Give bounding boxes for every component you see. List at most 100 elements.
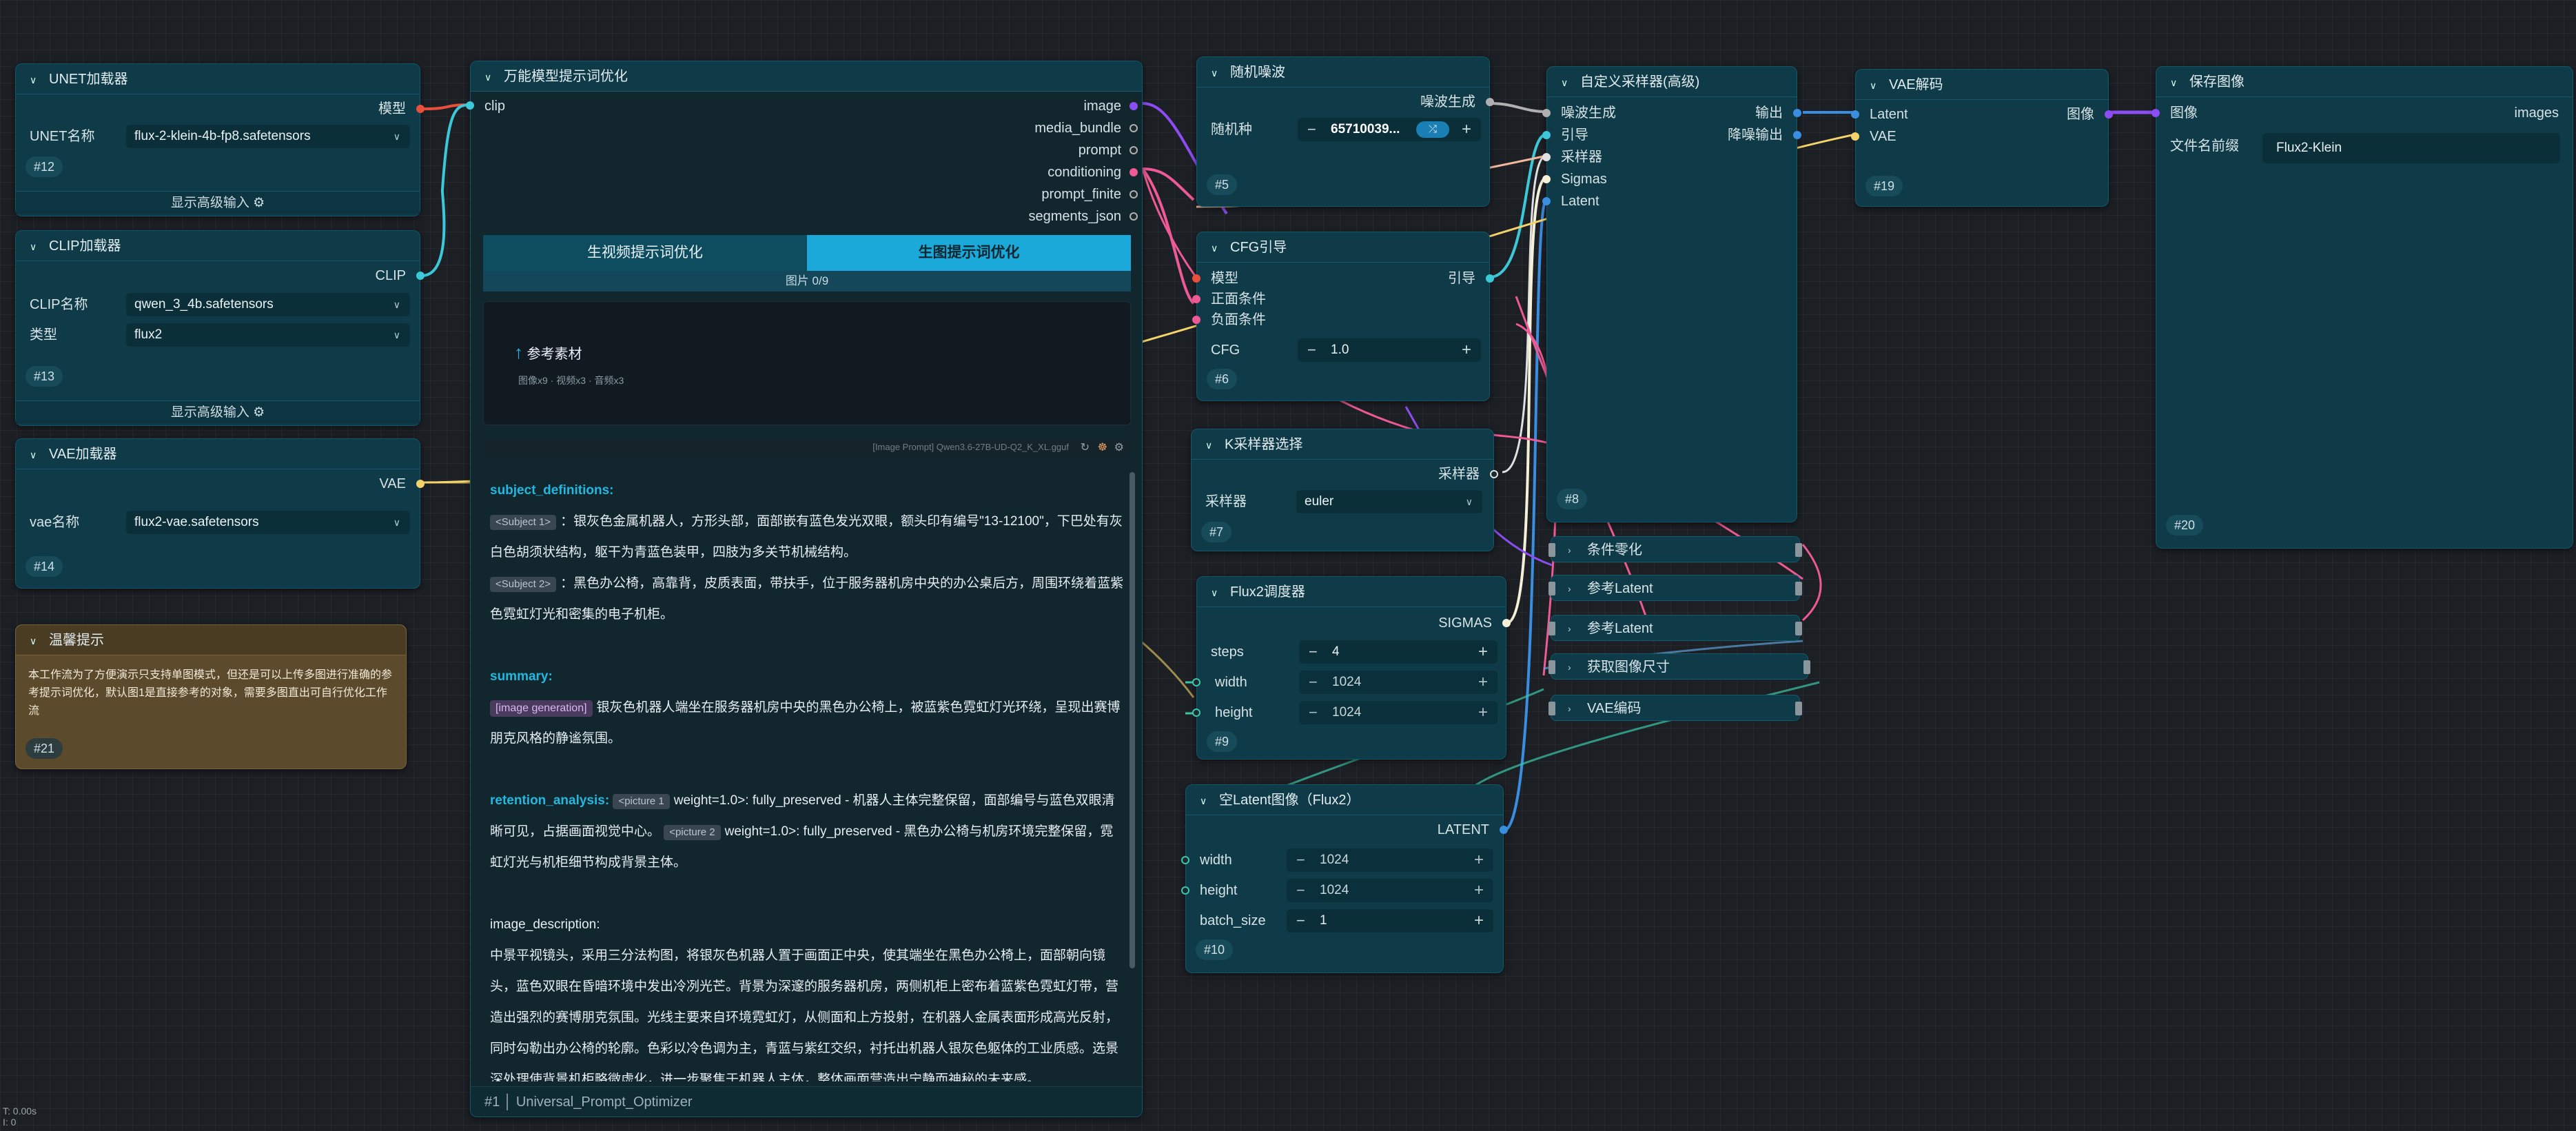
settings-icon[interactable]: ⚙ [1114, 442, 1124, 454]
plus-icon[interactable]: + [1478, 642, 1488, 661]
output-slot-output[interactable] [1793, 109, 1801, 117]
node-title[interactable]: ∨UNET加载器 [16, 64, 420, 94]
empty-latent-node[interactable]: ∨空Latent图像（Flux2） LATENT width −1024+ he… [1181, 784, 1508, 973]
width-input[interactable]: −1024+ [1287, 848, 1493, 872]
collapsed-node[interactable]: ›参考Latent [1548, 615, 1802, 641]
minus-icon[interactable]: − [1309, 643, 1318, 660]
cfg-guider-node[interactable]: ∨CFG引导 模型引导 正面条件 负面条件 CFG −1.0+ #6 [1192, 232, 1494, 401]
plus-icon[interactable]: + [1473, 881, 1484, 899]
clip-loader-node[interactable]: ∨CLIP加载器 CLIP CLIP名称 qwen_3_4b.safetenso… [15, 230, 425, 426]
node-title[interactable]: ∨CFG引导 [1197, 232, 1489, 263]
filename-prefix-input[interactable]: Flux2-Klein [2262, 133, 2560, 163]
collapsed-node[interactable]: ›获取图像尺寸 [1548, 653, 1810, 680]
node-title[interactable]: ∨万能模型提示词优化 [471, 61, 1142, 92]
node-title[interactable]: ∨VAE解码 [1856, 70, 2108, 100]
plus-icon[interactable]: + [1478, 673, 1488, 691]
randomize-icon[interactable]: ⤮ [1416, 121, 1449, 138]
plus-icon[interactable]: + [1461, 120, 1471, 139]
clip-name-select[interactable]: qwen_3_4b.safetensors∨ [126, 293, 410, 316]
plus-icon[interactable]: + [1461, 340, 1471, 359]
output-handle[interactable] [1795, 582, 1802, 595]
output-slot-image[interactable] [1129, 102, 1138, 110]
output-slot-model[interactable] [416, 105, 425, 113]
minus-icon[interactable]: − [1296, 851, 1305, 868]
input-slot[interactable] [1542, 197, 1551, 205]
seed-input[interactable]: −65710039...⤮+ [1298, 118, 1481, 141]
node-title[interactable]: ∨随机噪波 [1197, 57, 1489, 88]
chevron-down-icon[interactable]: ∨ [1211, 68, 1218, 79]
input-slot-model[interactable] [1192, 274, 1200, 283]
clip-type-select[interactable]: flux2∨ [126, 323, 410, 347]
chevron-down-icon[interactable]: ∨ [30, 635, 37, 646]
unet-loader-node[interactable]: ∨UNET加载器 模型 UNET名称 flux-2-klein-4b-fp8.s… [15, 63, 425, 216]
output-slot-guider[interactable] [1486, 274, 1494, 283]
input-slot-width[interactable] [1181, 856, 1189, 864]
width-input[interactable]: −1024+ [1299, 671, 1497, 694]
node-title[interactable]: ∨Flux2调度器 [1197, 577, 1506, 607]
show-advanced-button[interactable]: 显示高级输入 ⚙ [16, 191, 420, 214]
text-scrollbar[interactable] [1129, 472, 1135, 968]
chevron-right-icon[interactable]: › [1568, 544, 1571, 556]
output-handle[interactable] [1795, 622, 1802, 635]
input-slot-clip[interactable] [466, 101, 474, 110]
input-slot-positive[interactable] [1192, 295, 1200, 303]
output-slot-noise[interactable] [1486, 98, 1494, 106]
prompt-output-text[interactable]: subject_definitions: <Subject 1>：银灰色金属机器… [490, 475, 1124, 1081]
minus-icon[interactable]: − [1309, 673, 1318, 691]
collapsed-node[interactable]: ›VAE编码 [1548, 695, 1802, 721]
flux2-scheduler-node[interactable]: ∨Flux2调度器 SIGMAS steps −4+ width −1024+ … [1192, 576, 1511, 760]
input-handle[interactable] [1548, 660, 1555, 674]
output-slot-segments-json[interactable] [1129, 212, 1138, 221]
tab-image-prompt[interactable]: 生图提示词优化 [807, 235, 1131, 271]
node-title[interactable]: ∨自定义采样器(高级) [1547, 67, 1797, 97]
chevron-down-icon[interactable]: ∨ [1200, 795, 1207, 806]
height-input[interactable]: −1024+ [1287, 879, 1493, 902]
input-slot-images[interactable] [2151, 109, 2160, 117]
steps-input[interactable]: −4+ [1299, 640, 1497, 664]
chevron-down-icon[interactable]: ∨ [1211, 587, 1218, 598]
brain-icon[interactable]: ☸ [1097, 442, 1107, 454]
node-title[interactable]: ∨K采样器选择 [1192, 429, 1493, 460]
chevron-down-icon[interactable]: ∨ [484, 72, 492, 83]
node-title[interactable]: ∨空Latent图像（Flux2） [1186, 785, 1503, 815]
minus-icon[interactable]: − [1307, 121, 1316, 138]
height-input[interactable]: −1024+ [1299, 701, 1497, 724]
input-slot-width[interactable] [1192, 678, 1200, 686]
minus-icon[interactable]: − [1296, 912, 1305, 929]
upload-area[interactable]: ↑ 参考素材 图像x9 · 视频x3 · 音频x3 [483, 301, 1131, 425]
collapsed-node[interactable]: ›参考Latent [1548, 575, 1802, 601]
input-slot-vae[interactable] [1851, 132, 1859, 141]
output-slot-conditioning[interactable] [1129, 168, 1138, 176]
cfg-input[interactable]: −1.0+ [1298, 338, 1481, 362]
output-slot-sigmas[interactable] [1502, 619, 1511, 627]
input-handle[interactable] [1548, 582, 1555, 595]
collapsed-node[interactable]: ›条件零化 [1548, 536, 1802, 562]
output-handle[interactable] [1803, 660, 1810, 674]
input-slot-height[interactable] [1181, 886, 1189, 895]
chevron-down-icon[interactable]: ∨ [2170, 77, 2178, 88]
input-slot-height[interactable] [1192, 709, 1200, 717]
output-slot-media-bundle[interactable] [1129, 124, 1138, 132]
chevron-down-icon[interactable]: ∨ [1205, 440, 1213, 451]
output-slot-denoised[interactable] [1793, 131, 1801, 139]
plus-icon[interactable]: + [1473, 850, 1484, 869]
node-title[interactable]: ∨CLIP加载器 [16, 231, 420, 261]
unet-name-select[interactable]: flux-2-klein-4b-fp8.safetensors∨ [126, 125, 410, 148]
plus-icon[interactable]: + [1473, 911, 1484, 930]
minus-icon[interactable]: − [1307, 341, 1316, 358]
tab-video-prompt[interactable]: 生视频提示词优化 [483, 235, 807, 271]
minus-icon[interactable]: − [1296, 882, 1305, 899]
chevron-down-icon[interactable]: ∨ [30, 449, 37, 460]
vae-loader-node[interactable]: ∨VAE加载器 VAE vae名称 flux2-vae.safetensors∨… [15, 438, 425, 589]
ksampler-select-node[interactable]: ∨K采样器选择 采样器 采样器 euler∨ #7 [1191, 429, 1498, 551]
vae-name-select[interactable]: flux2-vae.safetensors∨ [126, 511, 410, 534]
output-slot-prompt[interactable] [1129, 146, 1138, 154]
input-slot[interactable] [1542, 175, 1551, 183]
node-title[interactable]: ∨保存图像 [2156, 67, 2573, 97]
output-slot-vae[interactable] [416, 480, 425, 488]
batch-size-input[interactable]: −1+ [1287, 909, 1493, 933]
random-noise-node[interactable]: ∨随机噪波 噪波生成 随机种 −65710039...⤮+ #5 [1196, 57, 1494, 207]
chevron-down-icon[interactable]: ∨ [1211, 243, 1218, 254]
chevron-right-icon[interactable]: › [1568, 662, 1571, 673]
